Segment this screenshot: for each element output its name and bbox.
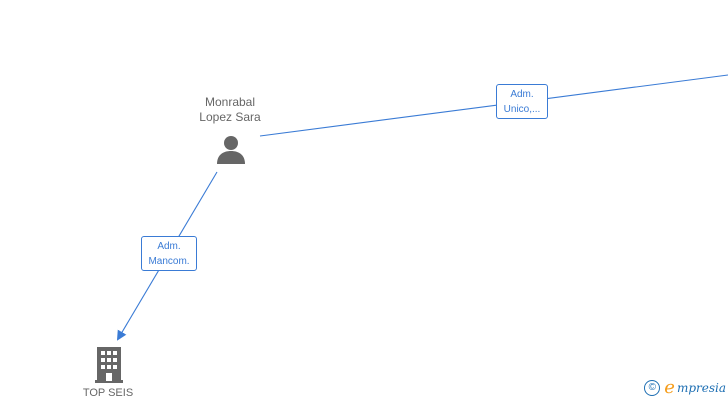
edge-label-line1: Adm. [157, 241, 181, 252]
company-node[interactable] [92, 346, 128, 384]
empresia-logo: © e mpresia [644, 378, 726, 398]
person-name-label: Monrabal Lopez Sara [180, 95, 280, 125]
edge-line-person-to-right [259, 74, 728, 137]
edge-label-adm-mancom[interactable]: Adm. Mancom. [141, 236, 197, 271]
person-name-line2: Lopez Sara [199, 110, 261, 124]
person-node[interactable] [215, 134, 247, 166]
edge-label-line2: Mancom. [148, 256, 190, 267]
logo-initial: e [664, 377, 675, 398]
company-name-label: TOP SEIS [82, 387, 134, 399]
edge-label-adm-unico[interactable]: Adm. Unico,... [496, 84, 548, 119]
edge-label-line2: Unico,... [503, 104, 541, 115]
edge-label-line1: Adm. [510, 89, 534, 100]
building-icon [95, 347, 123, 383]
logo-text: mpresia [676, 381, 726, 395]
person-icon [217, 136, 245, 164]
person-name-line1: Monrabal [204, 95, 256, 109]
copyright-icon: © [644, 380, 661, 396]
